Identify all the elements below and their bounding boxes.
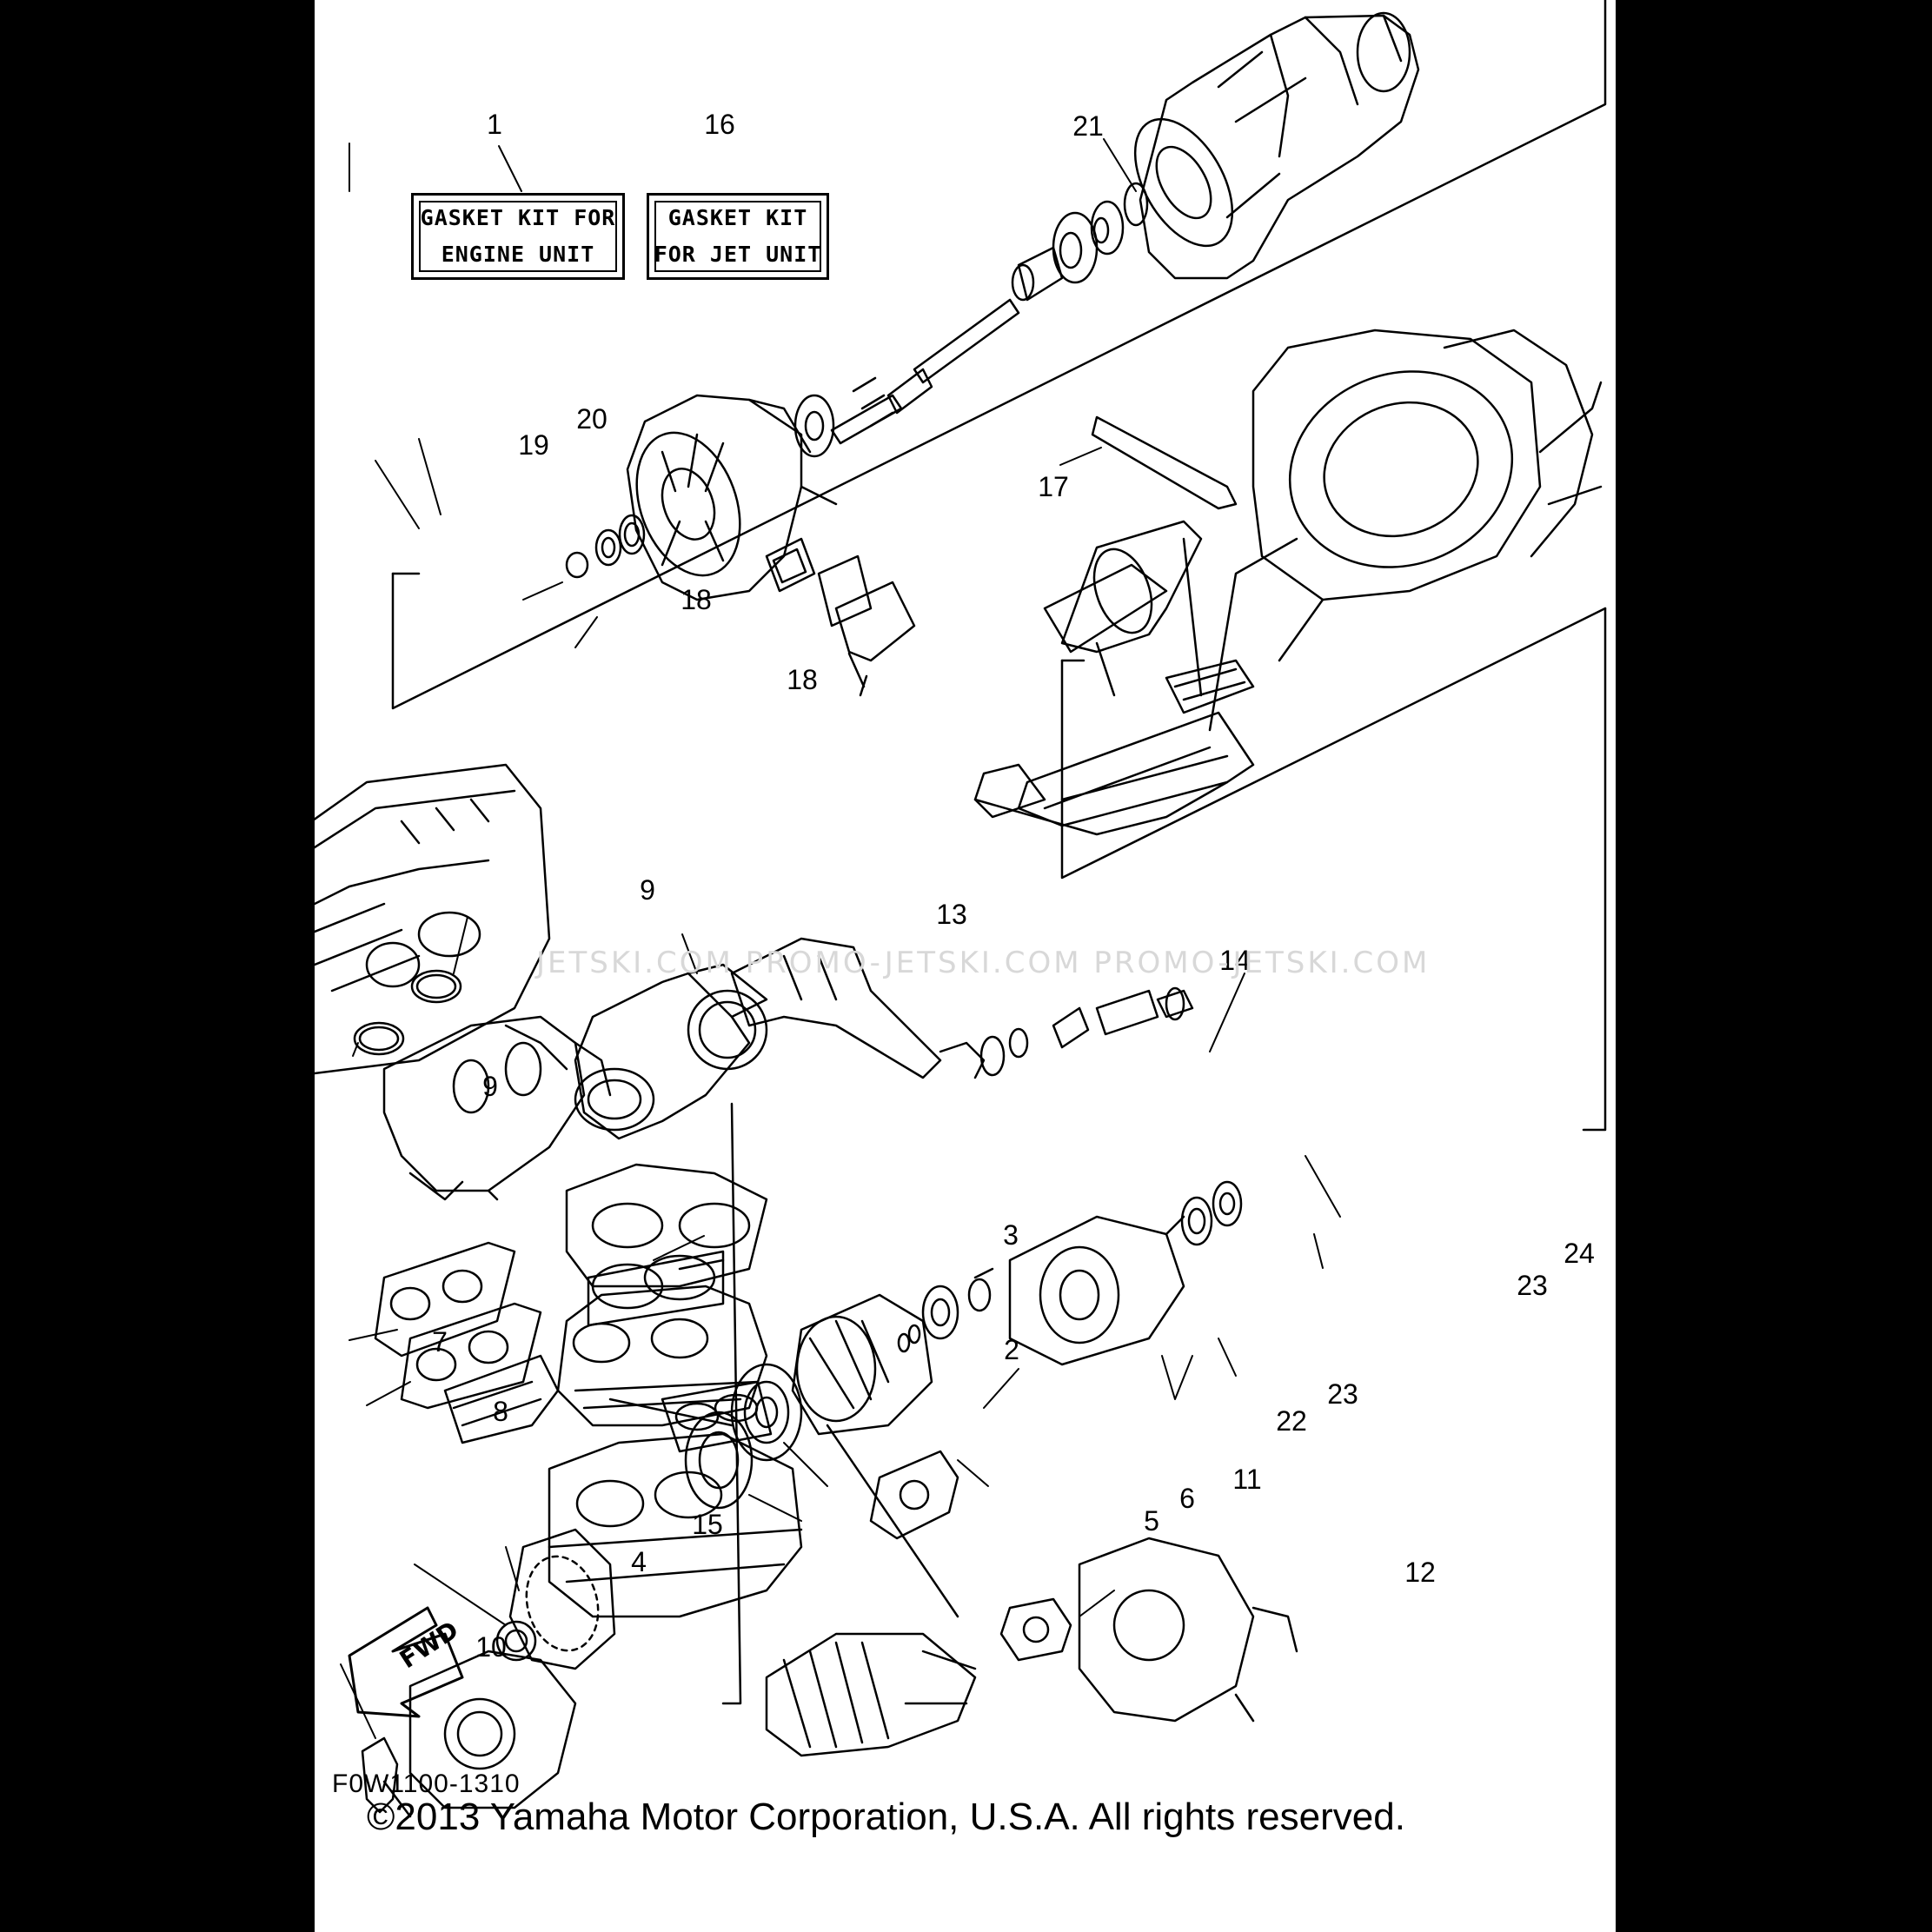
cylinder-block-drawing bbox=[556, 1285, 768, 1427]
stiffener-17-drawing bbox=[1091, 415, 1238, 510]
seals-19-20-drawing bbox=[565, 514, 646, 579]
callout-21: 21 bbox=[1072, 110, 1104, 142]
fuel-cock-10-drawing bbox=[361, 1736, 412, 1818]
exhaust-manifold-drawing bbox=[1078, 1537, 1298, 1723]
gasket-kit-engine-unit-label: GASKET KIT FOR ENGINE UNIT bbox=[420, 205, 616, 267]
center-connector-lines bbox=[608, 1102, 959, 1705]
air-box-drawing bbox=[315, 763, 551, 1075]
crankcase-cover-15-drawing bbox=[508, 1528, 616, 1670]
callout-6: 6 bbox=[1179, 1483, 1195, 1514]
head-gasket-3-drawing bbox=[587, 1250, 725, 1327]
oil-seal-4-drawing bbox=[495, 1620, 537, 1662]
cylinder-head-drawing bbox=[565, 1163, 768, 1288]
callout-3: 3 bbox=[1003, 1219, 1019, 1251]
callout-5: 5 bbox=[1144, 1505, 1159, 1537]
callout-13: 13 bbox=[936, 899, 967, 930]
gasket-12-drawing bbox=[999, 1597, 1072, 1662]
crankcase-drawing bbox=[548, 1432, 803, 1618]
callout-8: 8 bbox=[493, 1396, 508, 1427]
muffler-13-drawing bbox=[574, 963, 768, 1140]
callout-14: 14 bbox=[1219, 945, 1251, 976]
gasket-kit-jet-unit-box: GASKET KIT FOR JET UNIT bbox=[647, 193, 829, 280]
part-code: F0W1100-1310 bbox=[332, 1769, 521, 1798]
callout-15: 15 bbox=[692, 1509, 723, 1540]
seals-9-drawing bbox=[353, 969, 462, 1056]
reed-valve-and-manifold-drawing bbox=[374, 1241, 560, 1444]
exhaust-gasket-11-drawing bbox=[869, 1450, 959, 1540]
callout-leader-lines bbox=[340, 138, 1341, 1739]
callout-23a: 23 bbox=[1327, 1378, 1358, 1410]
callout-23b: 23 bbox=[1517, 1270, 1548, 1301]
gasket-18-drawing bbox=[765, 537, 916, 697]
callout-10: 10 bbox=[475, 1631, 507, 1663]
callout-9a: 9 bbox=[640, 874, 655, 906]
exploded-parts-drawing bbox=[315, 0, 1607, 1818]
fwd-arrow-icon bbox=[348, 1606, 464, 1718]
drive-bearings-drawing bbox=[897, 1180, 1243, 1366]
callout-4: 4 bbox=[631, 1546, 647, 1577]
watermark: JETSKI.COM PROMO-JETSKI.COM PROMO-JETSKI… bbox=[536, 946, 1431, 980]
box-inner-border bbox=[654, 201, 821, 272]
coupling-6-drawing bbox=[730, 1363, 803, 1462]
callout-11: 11 bbox=[1232, 1464, 1262, 1495]
shaft-and-bearings-drawing bbox=[793, 182, 1149, 458]
jet-pump-housing-drawing bbox=[1133, 11, 1420, 280]
duct-frame-lines bbox=[1060, 607, 1607, 1132]
diagram-sheet: GASKET KIT FOR ENGINE UNIT GASKET KIT FO… bbox=[315, 0, 1616, 1932]
jet-unit-main-housing-drawing bbox=[1208, 329, 1603, 732]
callout-2: 2 bbox=[1004, 1334, 1019, 1365]
callout-12: 12 bbox=[1404, 1557, 1436, 1588]
stator-housing-drawing bbox=[408, 1650, 577, 1809]
callout-16: 16 bbox=[704, 109, 735, 140]
carburetor-drawing bbox=[382, 1015, 612, 1201]
exhaust-pipe-drawing bbox=[730, 937, 1194, 1079]
damper-5-drawing bbox=[684, 1411, 754, 1510]
callout-17: 17 bbox=[1038, 471, 1069, 502]
callout-1: 1 bbox=[487, 109, 502, 140]
callout-18b: 18 bbox=[787, 664, 818, 695]
gasket-kit-jet-unit-label: GASKET KIT FOR JET UNIT bbox=[654, 205, 822, 267]
impeller-drawing bbox=[791, 1293, 933, 1436]
intermediate-housing-drawing bbox=[626, 394, 838, 601]
callout-24: 24 bbox=[1564, 1238, 1595, 1269]
callout-22: 22 bbox=[1276, 1405, 1307, 1437]
callout-20: 20 bbox=[576, 403, 607, 435]
box-inner-border bbox=[419, 201, 617, 272]
gasket-kit-engine-unit-box: GASKET KIT FOR ENGINE UNIT bbox=[411, 193, 625, 280]
callout-18a: 18 bbox=[681, 584, 712, 615]
callout-7: 7 bbox=[432, 1326, 448, 1358]
copyright-notice: ©2013 Yamaha Motor Corporation, U.S.A. A… bbox=[367, 1796, 1405, 1838]
jet-frame-lines bbox=[391, 0, 1607, 710]
water-hose-drawing bbox=[765, 1632, 977, 1757]
callout-9b: 9 bbox=[482, 1071, 498, 1102]
callout-19: 19 bbox=[518, 429, 549, 461]
intake-grate-drawing bbox=[973, 520, 1255, 836]
